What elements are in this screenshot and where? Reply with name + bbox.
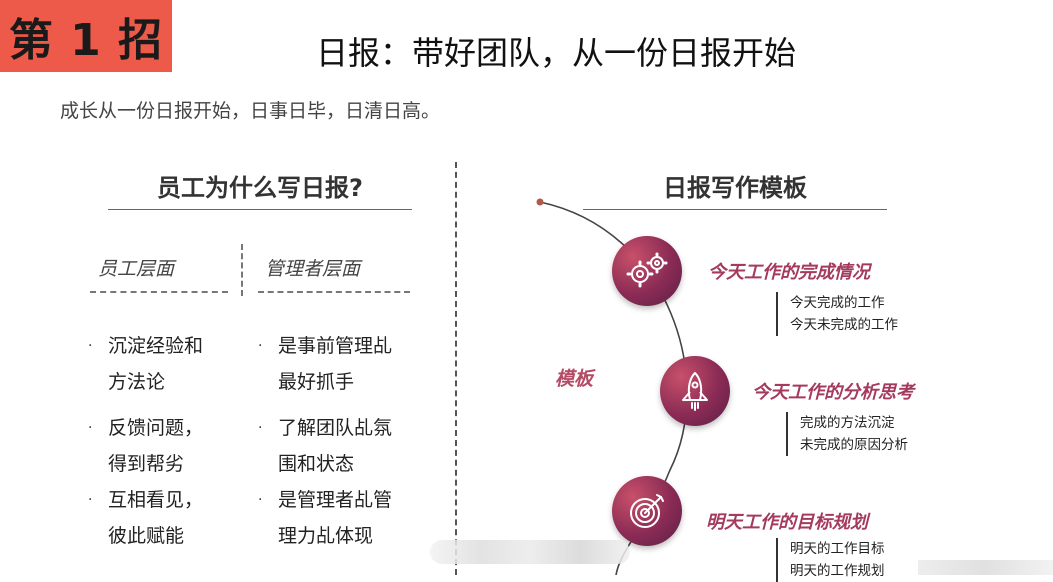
column-separator (241, 244, 243, 296)
column-header-manager: 管理者层面 (265, 258, 361, 280)
column-header-employee: 员工层面 (98, 258, 175, 280)
gears-icon (612, 236, 682, 306)
right-section-heading: 日报写作模板 (663, 174, 807, 202)
list-item: 明天的工作目标 (790, 541, 885, 557)
target-icon (612, 476, 682, 546)
watermark-blur (430, 540, 630, 564)
template-label: 模板 (555, 368, 594, 390)
bullet-dot-icon: · (258, 338, 263, 354)
left-section-heading: 员工为什么写日报? (157, 174, 363, 202)
center-divider (455, 162, 457, 575)
bullet-dot-icon: · (88, 338, 93, 354)
watermark-corner (918, 560, 1053, 575)
list-item: · 了解团队乩氛 围和状态 (258, 410, 392, 482)
bullet-dot-icon: · (88, 492, 93, 508)
bullet-dot-icon: · (258, 420, 263, 436)
tip-number-badge: 第 1 招 (0, 0, 172, 72)
page-subtitle: 成长从一份日报开始，日事日毕，日清日高。 (60, 100, 441, 122)
bullet-dot-icon: · (258, 492, 263, 508)
timeline-start-dot (536, 198, 544, 206)
list-item: · 互相看见， 彼此赋能 (88, 482, 203, 554)
list-item: 今天未完成的工作 (790, 317, 898, 333)
right-heading-underline (583, 209, 887, 210)
section-items-today-analysis: 完成的方法沉淀 未完成的原因分析 (786, 412, 908, 456)
left-heading-underline (108, 209, 412, 210)
list-item: · 是管理者乩管 理力乩体现 (258, 482, 392, 554)
page-title: 日报：带好团队，从一份日报开始 (316, 34, 797, 72)
bullet-dot-icon: · (88, 420, 93, 436)
column-header-dash-manager (258, 291, 410, 293)
section-items-tomorrow-plan: 明天的工作目标 明天的工作规划 (776, 538, 885, 582)
section-title-today-analysis: 今天工作的分析思考 (752, 382, 914, 403)
list-item: · 是事前管理乩 最好抓手 (258, 328, 392, 400)
section-items-today-completion: 今天完成的工作 今天未完成的工作 (776, 292, 898, 336)
list-item: 完成的方法沉淀 (800, 415, 895, 431)
list-item: 明天的工作规划 (790, 563, 885, 579)
list-item: 未完成的原因分析 (800, 437, 908, 453)
list-item: 今天完成的工作 (790, 295, 885, 311)
section-title-today-completion: 今天工作的完成情况 (708, 262, 870, 283)
rocket-icon (660, 356, 730, 426)
column-header-dash-employee (90, 291, 228, 293)
list-item: · 沉淀经验和 方法论 (88, 328, 203, 400)
list-item: · 反馈问题， 得到帮劣 (88, 410, 203, 482)
section-title-tomorrow-plan: 明天工作的目标规划 (706, 512, 868, 533)
